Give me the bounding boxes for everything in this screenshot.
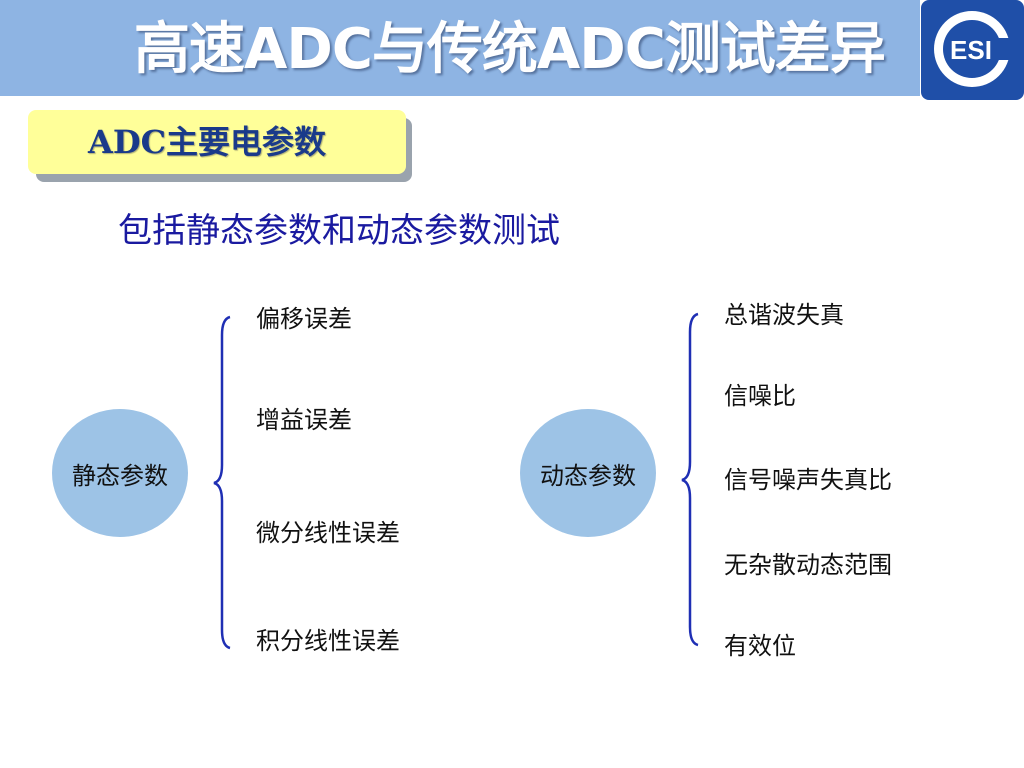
dynamic-item-sfdr: 无杂散动态范围 bbox=[724, 551, 892, 579]
dynamic-item-enob: 有效位 bbox=[724, 632, 796, 660]
static-item-dnl: 微分线性误差 bbox=[256, 519, 400, 547]
dynamic-item-snr: 信噪比 bbox=[724, 382, 796, 410]
dynamic-item-sinad: 信号噪声失真比 bbox=[724, 466, 892, 494]
section-label: ADC主要电参数 bbox=[28, 110, 406, 174]
static-item-inl: 积分线性误差 bbox=[256, 627, 400, 655]
dynamic-params-label: 动态参数 bbox=[540, 461, 636, 490]
esi-logo: ESI bbox=[921, 0, 1024, 100]
dynamic-params-circle: 动态参数 bbox=[520, 409, 656, 537]
title-bar bbox=[0, 0, 920, 96]
static-item-offset-error: 偏移误差 bbox=[256, 305, 352, 333]
static-params-circle: 静态参数 bbox=[52, 409, 188, 537]
logo-lettering: ESI bbox=[950, 35, 992, 65]
slide-title: 高速ADC与传统ADC测试差异 bbox=[134, 17, 886, 82]
static-params-label: 静态参数 bbox=[72, 461, 168, 490]
static-item-gain-error: 增益误差 bbox=[256, 406, 352, 434]
static-brace bbox=[213, 315, 231, 650]
dynamic-brace bbox=[681, 312, 699, 647]
subtitle: 包括静态参数和动态参数测试 bbox=[118, 211, 560, 251]
dynamic-item-thd: 总谐波失真 bbox=[724, 301, 844, 329]
